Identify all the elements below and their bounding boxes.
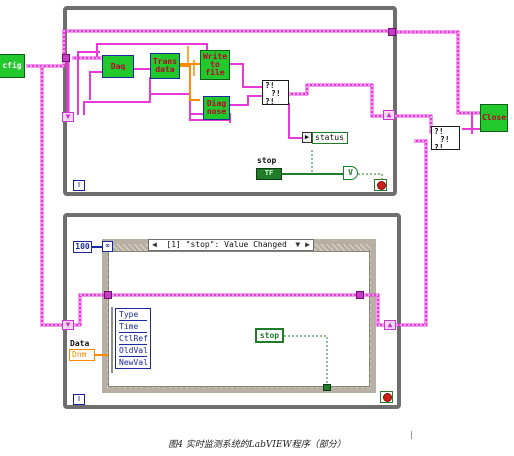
event-stop-terminal[interactable]: stop: [255, 328, 284, 343]
write-to-file-subvi[interactable]: Write to file: [200, 50, 230, 80]
event-timeout-terminal: ⌧: [102, 241, 113, 252]
close-subvi-label: Close: [481, 113, 507, 122]
merge-errors-node-top[interactable]: ?! ?! ?!: [262, 80, 289, 106]
merge-node-right-line-1: ?!: [434, 127, 444, 136]
top-loop-tunnel-out: [388, 28, 396, 36]
diagnose-subvi-label: Diag nose: [206, 99, 227, 116]
merge-node-line-2: ?!: [271, 89, 281, 98]
event-field-time: Time: [119, 321, 147, 333]
merge-node-right-line-2: ?!: [440, 135, 450, 144]
diagnose-subvi[interactable]: Diag nose: [203, 96, 230, 120]
event-case-selector[interactable]: ◀ [1] "stop": Value Changed ▼ ▶: [148, 239, 314, 251]
or-gate[interactable]: V: [343, 166, 358, 180]
status-unbundle-node[interactable]: ▶: [302, 132, 312, 143]
top-loop-shift-register-right: ▲: [383, 110, 395, 120]
stop-control-terminal[interactable]: TF: [256, 168, 282, 180]
figure-caption: 图4 实时监测系统的LabVIEW程序（部分）: [168, 440, 346, 450]
bottom-loop-stop-terminal[interactable]: [380, 391, 393, 403]
event-field-oldval: OldVal: [119, 346, 148, 357]
merge-node-line-1: ?!: [265, 81, 275, 90]
event-field-ctlref: CtlRef: [119, 334, 148, 345]
top-loop-tunnel-in: [62, 54, 70, 62]
daq-subvi[interactable]: Daq: [102, 55, 134, 78]
bottom-loop-shift-register-right: ▲: [384, 320, 396, 330]
event-field-type: Type: [119, 309, 147, 321]
trans-data-subvi-label: Trans data: [152, 57, 178, 74]
merge-errors-node-right[interactable]: ?! ?! ?!: [431, 126, 460, 152]
status-indicator: status: [312, 132, 348, 144]
event-data-terminal[interactable]: Dnm: [69, 349, 95, 361]
event-data-terminal-text: Dnm: [72, 350, 87, 359]
write-to-file-subvi-label: Write to file: [202, 52, 228, 77]
bottom-loop-iteration-terminal: i: [73, 394, 85, 405]
close-subvi[interactable]: Close: [480, 104, 508, 132]
event-next-arrow-icon[interactable]: ▶: [305, 240, 310, 249]
merge-node-line-3: ?!: [265, 97, 275, 106]
event-dropdown-icon[interactable]: ▼: [295, 240, 301, 249]
event-case-label: [1] "stop": Value Changed: [166, 240, 287, 249]
event-field-newval: NewVal: [119, 358, 148, 367]
top-loop-shift-register-left: ▼: [62, 112, 74, 122]
stop-control-terminal-text: TF: [264, 169, 274, 177]
or-gate-symbol: V: [348, 168, 353, 177]
config-subvi-label: cfig: [2, 61, 22, 70]
config-subvi[interactable]: cfig: [0, 54, 25, 78]
event-stop-output-tunnel: [323, 384, 331, 391]
event-error-tunnel-right: [356, 291, 364, 299]
merge-node-right-line-3: ?!: [434, 143, 444, 152]
event-error-tunnel-left: [104, 291, 112, 299]
trans-data-subvi[interactable]: Trans data: [150, 53, 180, 79]
cursor-mark: [411, 431, 412, 439]
stop-control-label: stop: [257, 156, 277, 165]
event-data-node[interactable]: Type Time CtlRef OldVal NewVal: [115, 308, 151, 369]
event-prev-arrow-icon[interactable]: ◀: [152, 240, 157, 249]
daq-subvi-label: Daq: [110, 61, 126, 71]
top-loop-iteration-terminal: i: [73, 180, 85, 191]
top-loop-stop-terminal[interactable]: [374, 179, 387, 191]
event-data-label: Data: [70, 339, 90, 348]
event-stop-terminal-text: stop: [259, 331, 280, 340]
event-structure-interior: [108, 251, 370, 387]
bottom-loop-shift-register-left: ▼: [62, 320, 74, 330]
timeout-constant[interactable]: 100: [73, 241, 92, 253]
